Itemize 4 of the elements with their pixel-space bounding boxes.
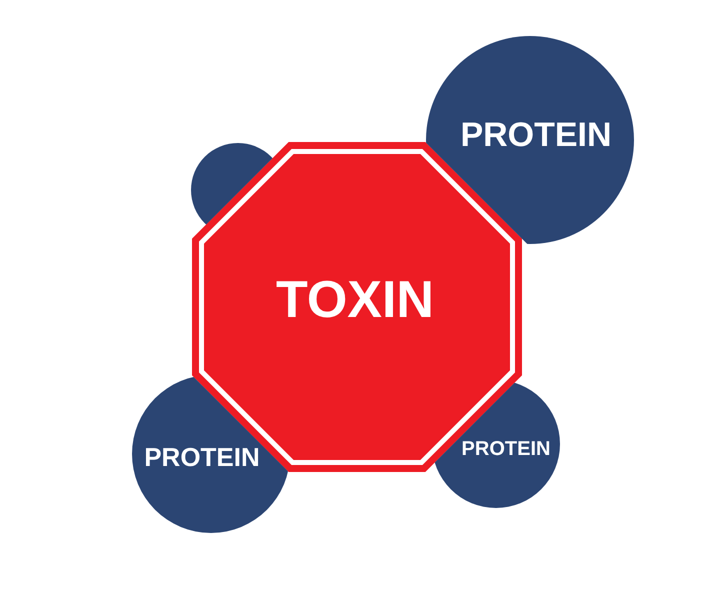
node-label: PROTEIN [460,118,612,152]
node-label: TOXIN [276,274,434,326]
node-label: PROTEIN [144,444,260,470]
node-label: PROTEIN [462,439,550,459]
